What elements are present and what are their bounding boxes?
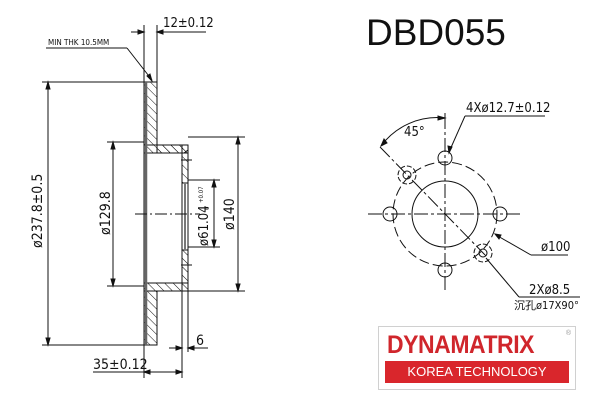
inner-diameter-label: ø129.8	[98, 191, 114, 235]
logo-brand-name: DYNAMATRIX	[387, 331, 535, 359]
aux-holes-label: 2Xø8.5	[529, 283, 570, 298]
countersink-label: 沉孔ø17X90°	[514, 299, 579, 312]
disc-thickness-label: 12±0.12	[163, 16, 214, 31]
part-number-title: DBD055	[366, 12, 506, 53]
brand-logo: DYNAMATRIX ® KOREA TECHNOLOGY	[378, 326, 576, 390]
bolt-hole-bottom	[437, 262, 453, 278]
logo-tagline: KOREA TECHNOLOGY	[385, 361, 569, 383]
bolt-hole-top	[437, 150, 453, 166]
bolt-holes-label: 4Xø12.7±0.12	[466, 101, 550, 116]
angle-label: 45°	[404, 125, 425, 140]
bolt-hole-right	[492, 206, 508, 222]
center-bore-tolerance-upper: +0.07	[198, 186, 205, 203]
pcd-label: ø100	[541, 240, 570, 255]
lower-hat-wall	[181, 249, 189, 284]
hat-thickness-label: 6	[196, 333, 204, 349]
bolt-hole-left	[382, 206, 398, 222]
min-thickness-note: MIN THK 10.5MM	[48, 38, 109, 47]
outer-diameter-label: ø237.8±0.5	[30, 174, 46, 248]
lower-hat-flange	[143, 282, 189, 292]
center-bore-tolerance-lower: 0	[204, 206, 211, 210]
bolt-pattern-view	[368, 113, 580, 298]
aux-hole-lr	[478, 248, 488, 258]
registered-mark-icon: ®	[565, 330, 571, 337]
pcd-circle	[392, 161, 498, 267]
center-bore-circle	[411, 180, 479, 248]
cross-section-view	[42, 25, 245, 378]
overall-height-label: 35±0.12	[93, 357, 148, 373]
aux-hole-ul	[402, 170, 412, 180]
hat-diameter-label: ø140	[222, 198, 238, 230]
center-bore-label: ø61.04	[197, 205, 212, 246]
upper-hat-wall	[181, 152, 189, 184]
